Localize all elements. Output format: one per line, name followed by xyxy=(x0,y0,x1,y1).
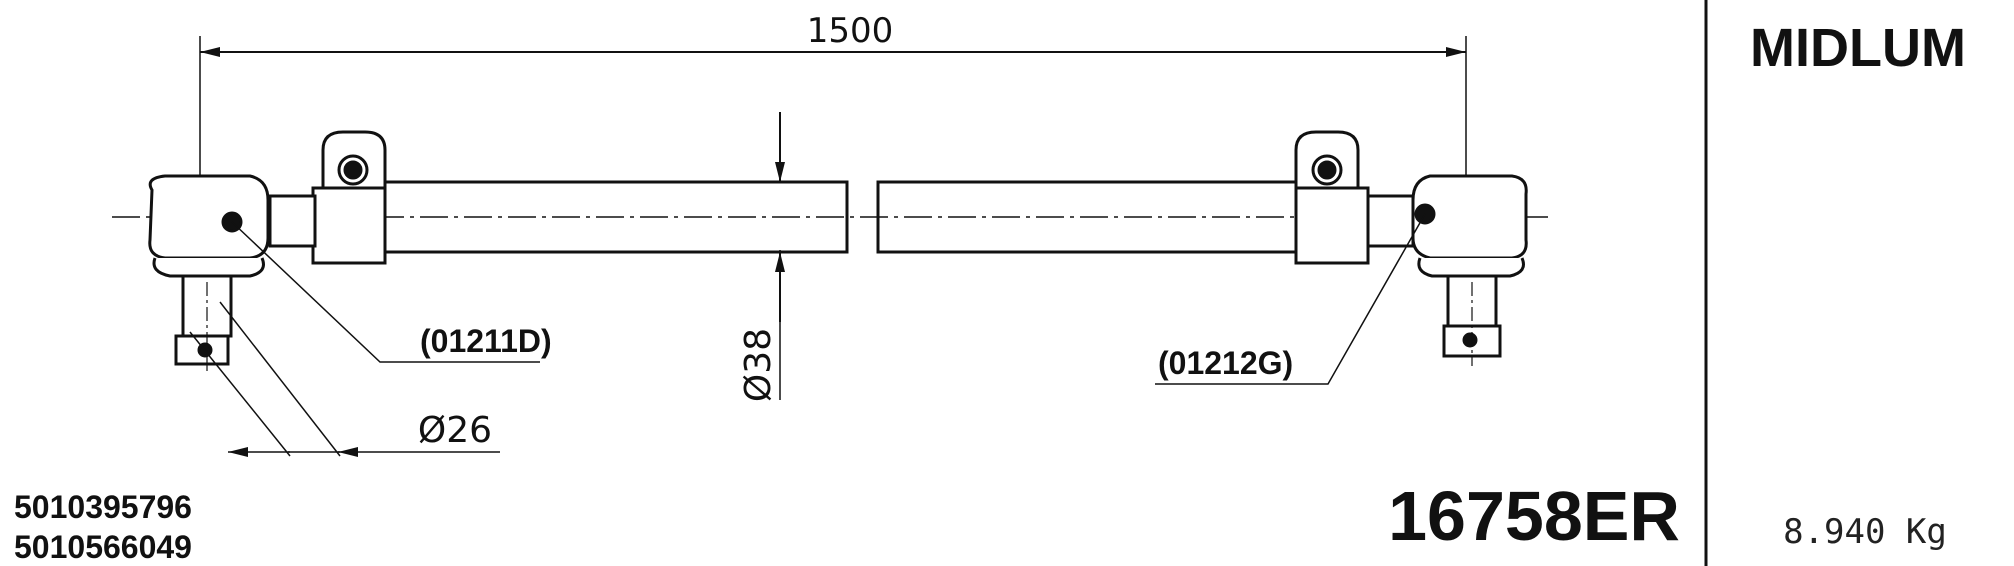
right-clamp xyxy=(1294,130,1370,265)
reference-number: 5010566049 xyxy=(14,529,192,565)
overall-length-label: 1500 xyxy=(807,11,894,51)
right-adjuster xyxy=(1366,194,1415,248)
right-ball-joint xyxy=(1411,174,1528,366)
stud-diameter-label: Ø26 xyxy=(418,410,492,451)
left-adjuster xyxy=(268,194,317,248)
left-callout-label: (01211D) xyxy=(420,323,552,359)
weight-value: 8.940 Kg xyxy=(1783,512,1947,552)
left-clamp xyxy=(311,130,387,265)
left-callout-leader xyxy=(231,221,540,363)
stud-diameter-dimension xyxy=(189,301,500,457)
part-number: 16758ER xyxy=(1388,477,1680,555)
overall-length-dimension xyxy=(199,36,1467,185)
tube-diameter-label: Ø38 xyxy=(738,328,779,402)
reference-number: 5010395796 xyxy=(14,489,192,525)
right-callout-leader xyxy=(1155,213,1426,385)
right-callout-label: (01212G) xyxy=(1158,345,1293,381)
brand-name: MIDLUM xyxy=(1750,18,1966,78)
left-ball-joint xyxy=(148,174,270,372)
